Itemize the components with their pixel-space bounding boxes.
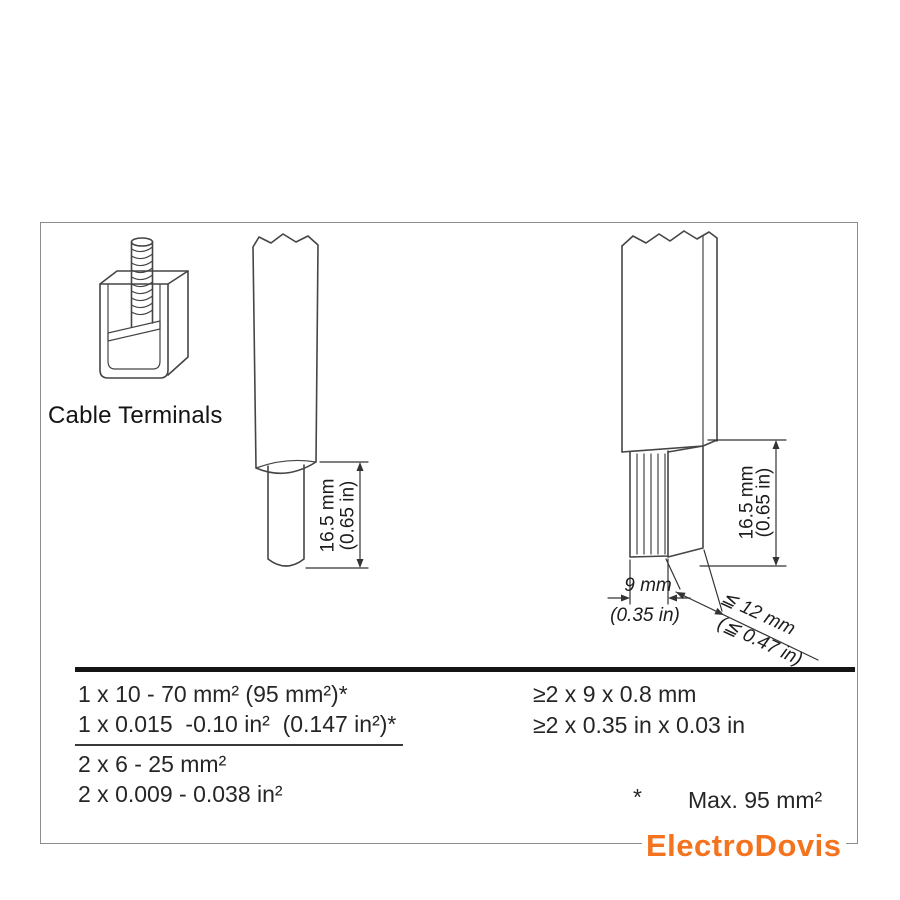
cable-terminals-label: Cable Terminals [48, 402, 223, 429]
spec-separator-rule [75, 667, 855, 672]
busbar-width-mm-label: 9 mm [624, 575, 672, 596]
spec-dual-cable-imperial: 2 x 0.009 - 0.038 in² [78, 781, 283, 807]
busbar-strip-length-in-label: (0.65 in) [753, 467, 775, 538]
electrodovis-watermark: ElectroDovis [642, 828, 846, 864]
footnote-marker: * [633, 784, 642, 810]
footnote-text: Max. 95 mm² [688, 787, 823, 813]
cable-strip-length-in-label: (0.65 in) [337, 480, 359, 551]
spec-group-underline [75, 744, 403, 746]
spec-single-cable-imperial: 1 x 0.015 -0.10 in² (0.147 in²)* [78, 711, 397, 737]
cable-strip-length-mm-label: 16.5 mm [317, 478, 339, 553]
spec-busbar-imperial: ≥2 x 0.35 in x 0.03 in [533, 712, 746, 738]
spec-single-cable-metric: 1 x 10 - 70 mm² (95 mm²)* [78, 681, 348, 707]
spec-dual-cable-metric: 2 x 6 - 25 mm² [78, 751, 227, 777]
busbar-width-in-label: (0.35 in) [610, 605, 680, 626]
spec-busbar-metric: ≥2 x 9 x 0.8 mm [533, 681, 697, 707]
